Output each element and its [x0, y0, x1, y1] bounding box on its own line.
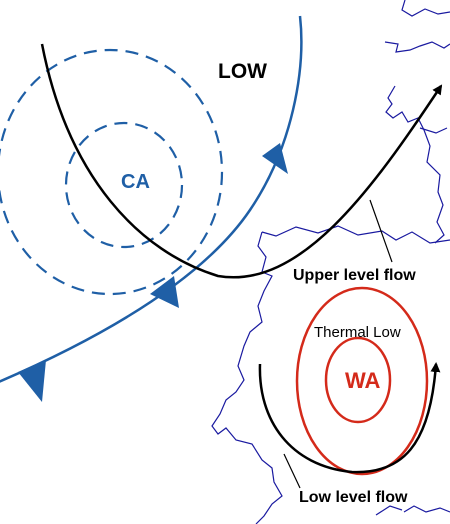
thermal-low-label: Thermal Low: [314, 324, 401, 341]
low-label: LOW: [218, 60, 267, 83]
warm-air-label: WA: [345, 368, 381, 393]
upper-flow-pointer: [369, 199, 393, 263]
low-flow-pointer: [283, 453, 301, 489]
upper-level-flow-arrow: [40, 43, 443, 279]
upper-level-flow-label: Upper level flow: [293, 267, 416, 284]
outer-isobar: [0, 48, 224, 296]
cold-front-triangles: [18, 143, 288, 402]
thermal-outer-isobar: [295, 286, 429, 476]
cold-air-label: CA: [121, 171, 150, 193]
front-triangle: [262, 143, 288, 174]
front-triangle: [18, 360, 46, 402]
thermal-low-isobars: [295, 286, 429, 476]
thermal-inner-isobar: [324, 336, 392, 424]
low-level-flow-arrow: [258, 362, 441, 474]
low-level-flow-label: Low level flow: [299, 489, 408, 506]
cold-air-isobars: [0, 48, 224, 296]
inner-isobar: [64, 121, 184, 249]
coastline: [211, 0, 450, 524]
cold-front-line: [0, 15, 303, 383]
front-triangle: [150, 276, 179, 308]
